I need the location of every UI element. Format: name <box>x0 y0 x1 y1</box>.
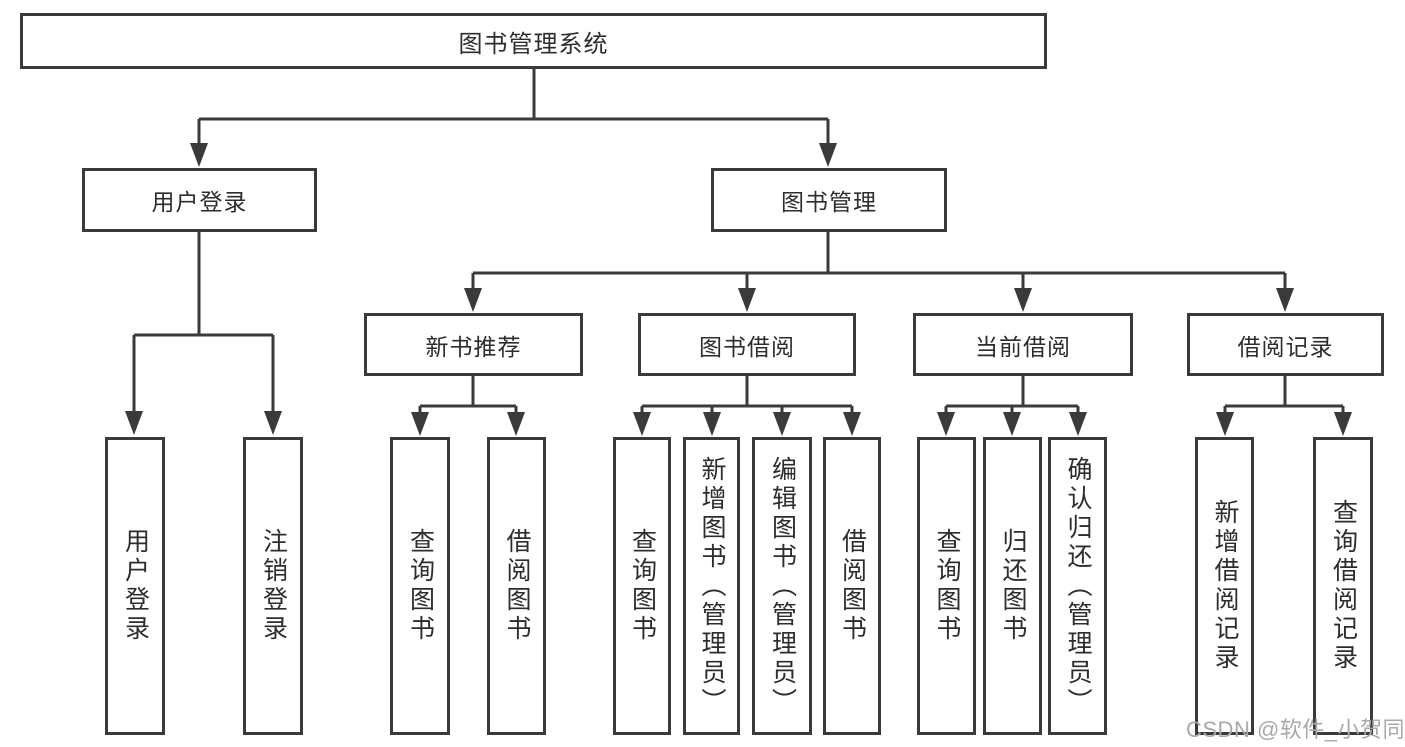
arrow-down-icon <box>773 412 791 436</box>
node-label: 查询图书 <box>628 528 657 644</box>
leaf-edit-book-admin: 编辑图书（管理员） <box>752 437 812 735</box>
node-label: 用户登录 <box>151 189 248 215</box>
leaf-query-books-borrowing: 查询图书 <box>613 437 671 735</box>
node-label: 借阅记录 <box>1237 333 1334 360</box>
arrow-down-icon <box>1276 288 1294 312</box>
arrow-down-icon <box>1003 412 1021 436</box>
node-label: 图书管理 <box>781 189 877 215</box>
arrow-down-icon <box>507 412 525 436</box>
leaf-query-books-current: 查询图书 <box>917 437 976 735</box>
arrow-down-icon <box>125 411 143 435</box>
node-label: 新增借阅记录 <box>1211 499 1239 673</box>
leaf-user-login: 用户登录 <box>105 437 165 735</box>
node-label: 查询图书 <box>406 528 435 644</box>
node-label: 当前借阅 <box>975 333 1071 360</box>
arrow-down-icon <box>190 143 208 167</box>
arrow-down-icon <box>843 412 861 436</box>
arrowhead-icons <box>125 143 1352 436</box>
arrow-down-icon <box>264 411 282 435</box>
arrow-down-icon <box>937 412 955 436</box>
node-label: 确认归还（管理员） <box>1064 455 1092 717</box>
node-borrowing-records: 借阅记录 <box>1187 313 1384 376</box>
arrow-down-icon <box>703 412 721 436</box>
node-label: 新增图书（管理员） <box>698 455 726 717</box>
node-new-book-recommendation: 新书推荐 <box>364 313 583 376</box>
node-label: 编辑图书（管理员） <box>768 455 797 717</box>
leaf-confirm-return-admin: 确认归还（管理员） <box>1048 437 1107 735</box>
node-label: 归还图书 <box>999 528 1027 644</box>
node-label: 图书管理系统 <box>458 30 609 58</box>
node-label: 用户登录 <box>121 528 150 644</box>
node-label: 新书推荐 <box>425 333 522 360</box>
arrow-down-icon <box>1216 412 1234 436</box>
leaf-add-borrow-record: 新增借阅记录 <box>1195 437 1254 735</box>
node-system-root: 图书管理系统 <box>20 13 1047 69</box>
arrow-down-icon <box>633 412 651 436</box>
leaf-logout: 注销登录 <box>243 437 303 735</box>
arrow-down-icon <box>819 143 837 167</box>
arrow-down-icon <box>738 288 756 312</box>
node-book-management: 图书管理 <box>711 168 947 232</box>
node-book-borrowing: 图书借阅 <box>638 313 856 376</box>
node-label: 查询图书 <box>933 528 961 644</box>
node-label: 注销登录 <box>259 528 288 644</box>
leaf-borrow-books-borrowing: 借阅图书 <box>823 437 881 735</box>
node-label: 借阅图书 <box>503 528 531 644</box>
arrow-down-icon <box>1014 288 1032 312</box>
leaf-query-books-recommend: 查询图书 <box>390 437 450 735</box>
leaf-query-borrow-record: 查询借阅记录 <box>1313 437 1373 735</box>
node-label: 查询借阅记录 <box>1329 499 1358 673</box>
node-label: 图书借阅 <box>699 333 795 360</box>
arrow-down-icon <box>411 412 429 436</box>
arrow-down-icon <box>1069 412 1087 436</box>
leaf-borrow-books-recommend: 借阅图书 <box>487 437 546 735</box>
leaf-add-book-admin: 新增图书（管理员） <box>683 437 740 735</box>
arrow-down-icon <box>1334 412 1352 436</box>
node-user-login: 用户登录 <box>82 168 317 232</box>
node-label: 借阅图书 <box>838 528 867 644</box>
leaf-return-books: 归还图书 <box>983 437 1042 735</box>
arrow-down-icon <box>464 288 482 312</box>
csdn-watermark: CSDN @软件_小贺同学 <box>1186 717 1405 742</box>
connector-paths <box>132 69 1345 414</box>
node-current-borrowing: 当前借阅 <box>913 313 1133 376</box>
